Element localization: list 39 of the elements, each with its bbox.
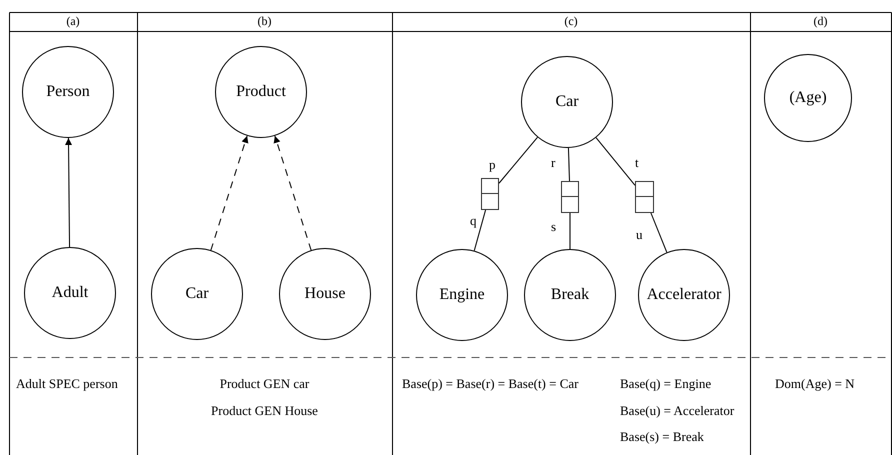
connector-line — [498, 136, 538, 184]
annotation-text: Adult SPEC person — [16, 376, 118, 391]
edge-label: q — [470, 214, 476, 227]
edge-label: u — [636, 228, 642, 241]
panel-heading: (d) — [814, 14, 828, 28]
connector-line — [568, 147, 570, 182]
node-label: (Age) — [789, 90, 827, 106]
relation-box — [481, 178, 499, 210]
node-label: Product — [236, 84, 286, 100]
node-label: Engine — [439, 287, 485, 303]
connector-line — [650, 212, 668, 253]
relation-box — [635, 181, 654, 213]
node-label: Break — [550, 287, 590, 303]
annotation-text: Dom(Age) = N — [775, 376, 855, 391]
panel-heading: (a) — [66, 14, 80, 28]
node-label: Car — [185, 286, 209, 302]
node-label: House — [304, 286, 346, 302]
node-label: Accelerator — [646, 287, 722, 303]
annotation-text: Base(p) = Base(r) = Base(t) = Car — [402, 376, 578, 391]
annotation-text: Product GEN car — [220, 376, 310, 391]
node-label: Person — [46, 84, 90, 100]
connector-line — [474, 210, 486, 252]
annotation-text: Base(u) = Accelerator — [620, 403, 734, 418]
annotation-text: Product GEN House — [211, 403, 318, 418]
annotation-text: Base(s) = Break — [620, 429, 704, 444]
node-label: Adult — [52, 285, 88, 301]
edge-label: s — [551, 220, 556, 233]
panel-heading: (b) — [258, 14, 272, 28]
node-label: Car — [555, 94, 579, 110]
edge-label: t — [635, 156, 639, 169]
arrow — [65, 138, 72, 248]
panel-heading: (c) — [564, 14, 578, 28]
arrow — [210, 135, 248, 251]
relation-box — [561, 181, 579, 213]
arrow — [274, 135, 312, 251]
connector-line — [596, 137, 636, 186]
edge-label: r — [551, 156, 556, 169]
edge-label: p — [489, 158, 496, 171]
annotation-text: Base(q) = Engine — [620, 376, 712, 391]
